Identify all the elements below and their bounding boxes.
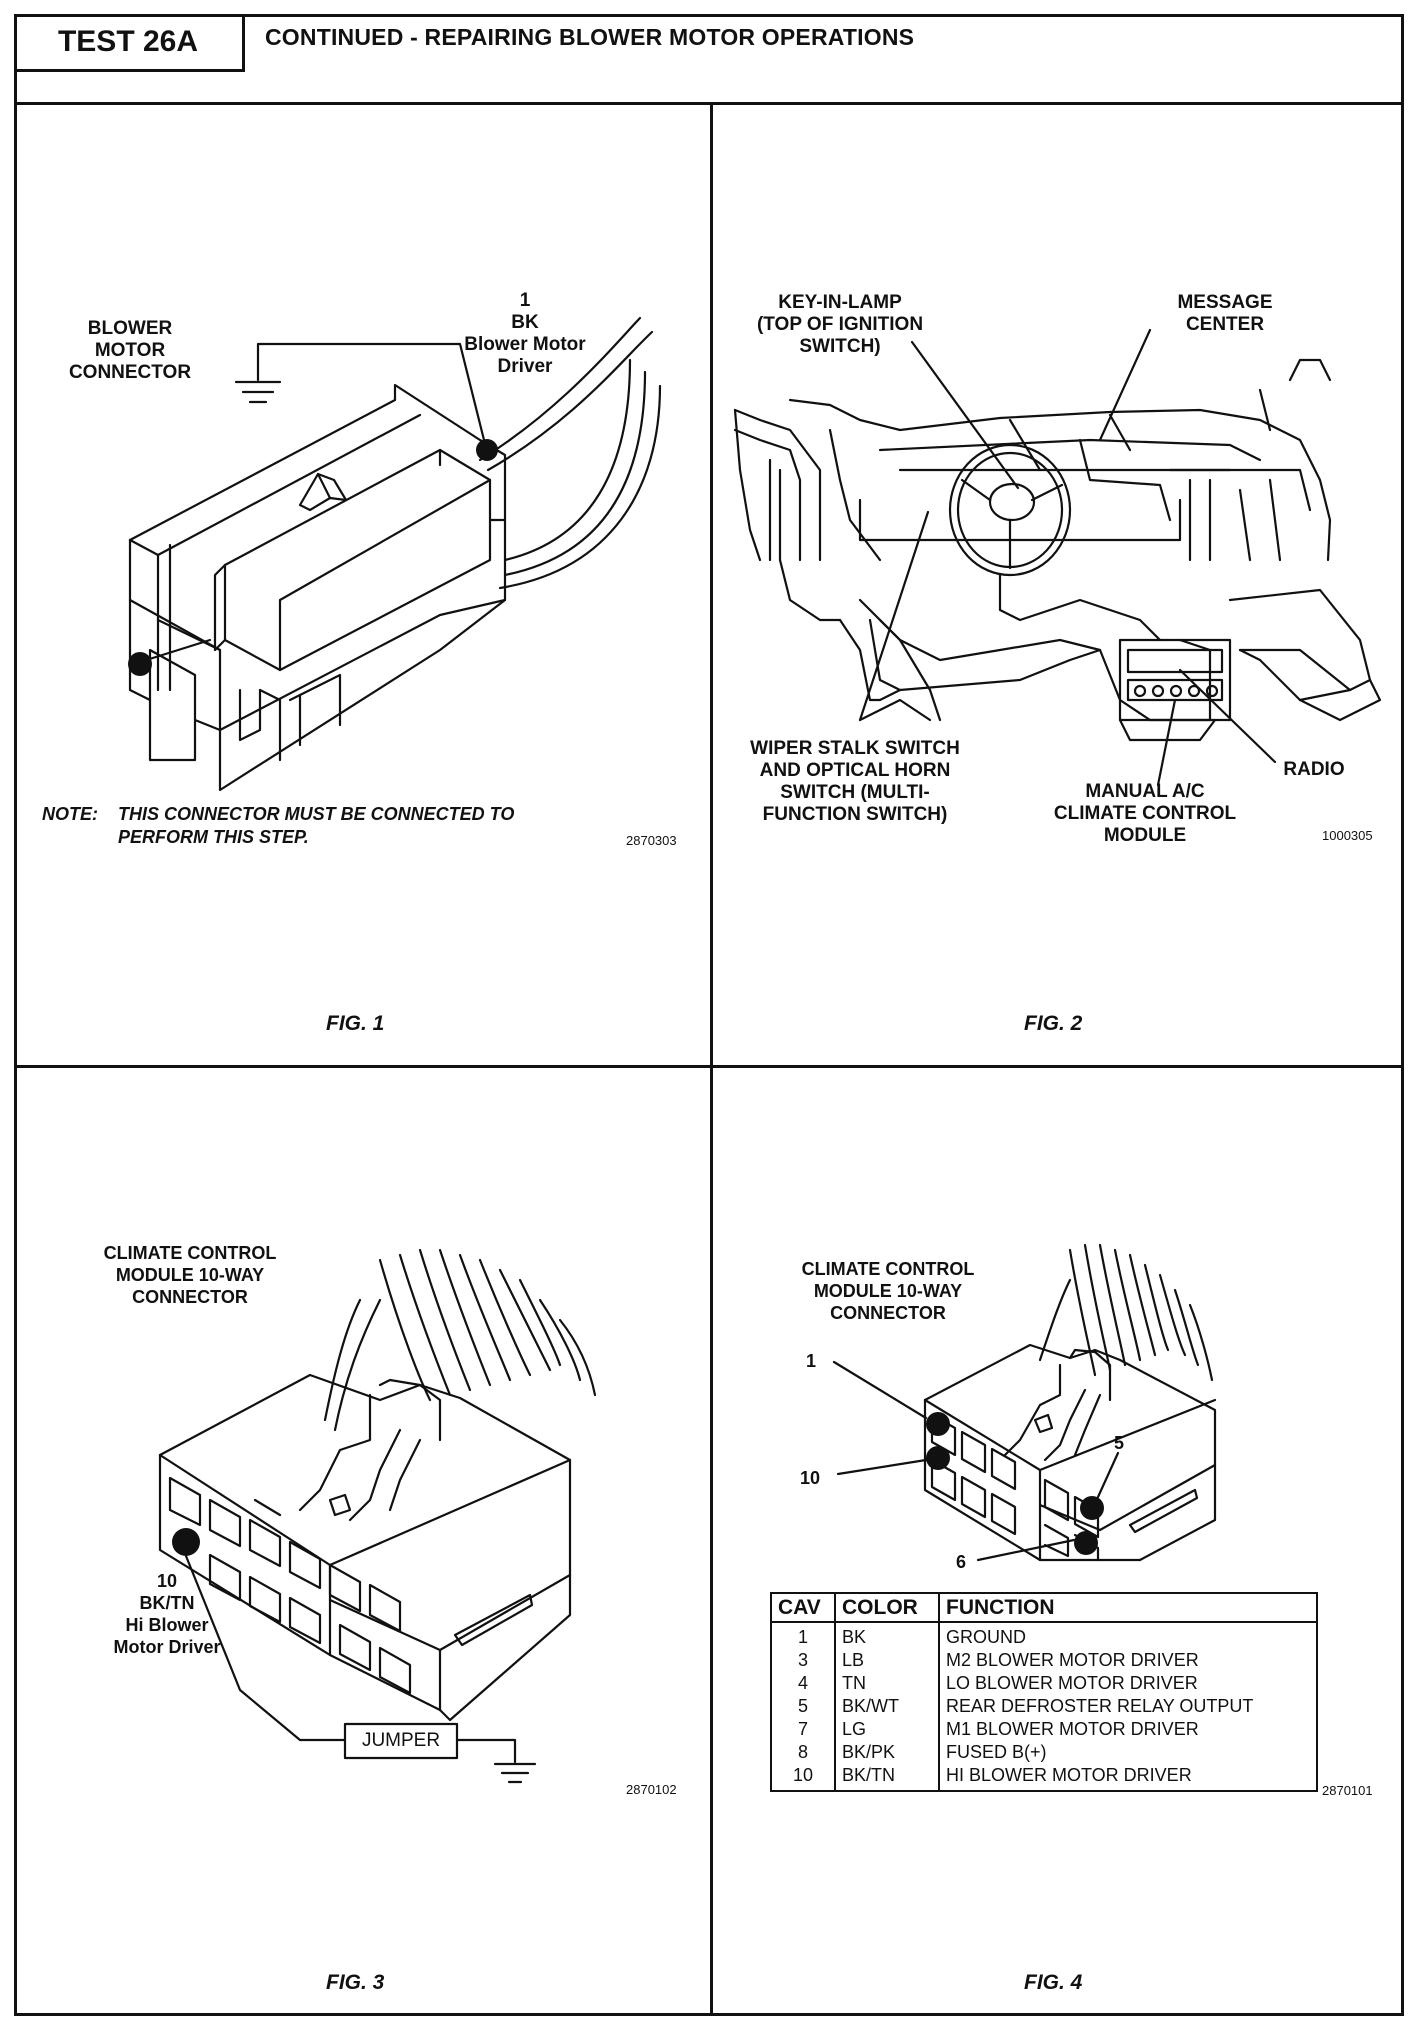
fig1-note-text: THIS CONNECTOR MUST BE CONNECTED TO PERF… — [118, 804, 515, 847]
function-cell: FUSED B(+) — [938, 1741, 1318, 1764]
fig3-pin-label: 10 BK/TN Hi Blower Motor Driver — [113, 1571, 221, 1657]
fig4-pin-1-label: 1 — [806, 1351, 817, 1371]
table-row: 4 TN LO BLOWER MOTOR DRIVER — [770, 1672, 1318, 1695]
cavity-col-cav: CAV — [770, 1592, 836, 1623]
color-cell: TN — [834, 1672, 940, 1695]
fig4-pin-6-label: 6 — [956, 1552, 967, 1572]
color-cell: LB — [834, 1649, 940, 1672]
fig2-instrument-panel-drawing — [735, 330, 1380, 785]
function-cell: HI BLOWER MOTOR DRIVER — [938, 1764, 1318, 1792]
table-row: 8 BK/PK FUSED B(+) — [770, 1741, 1318, 1764]
color-cell: BK — [834, 1622, 940, 1649]
fig2-caption: FIG. 2 — [1024, 1012, 1083, 1035]
color-cell: BK/TN — [834, 1764, 940, 1792]
fig4-connector-label: CLIMATE CONTROL MODULE 10-WAY CONNECTOR — [801, 1259, 975, 1323]
table-row: 1 BK GROUND — [770, 1622, 1318, 1649]
fig2-wiper-switch-label: WIPER STALK SWITCH AND OPTICAL HORN SWIT… — [750, 738, 960, 825]
fig1-connector-label: BLOWER MOTOR CONNECTOR — [68, 318, 192, 383]
function-cell: REAR DEFROSTER RELAY OUTPUT — [938, 1695, 1318, 1718]
fig4-pin-5-label: 5 — [1114, 1433, 1125, 1453]
fig1-pin-label: 1 BK Blower Motor Driver — [464, 290, 586, 377]
table-row: 3 LB M2 BLOWER MOTOR DRIVER — [770, 1649, 1318, 1672]
fig3-connector-label: CLIMATE CONTROL MODULE 10-WAY CONNECTOR — [103, 1243, 277, 1307]
fig3-caption: FIG. 3 — [326, 1971, 385, 1994]
function-cell: M1 BLOWER MOTOR DRIVER — [938, 1718, 1318, 1741]
fig2-figure-code: 1000305 — [1322, 828, 1373, 843]
header-divider — [14, 102, 1404, 105]
color-cell: BK/WT — [834, 1695, 940, 1718]
fig3-climate-connector-drawing — [160, 1250, 595, 1782]
page-frame — [14, 14, 1404, 2016]
table-row: 10 BK/TN HI BLOWER MOTOR DRIVER — [770, 1764, 1318, 1792]
color-cell: BK/PK — [834, 1741, 940, 1764]
function-cell: M2 BLOWER MOTOR DRIVER — [938, 1649, 1318, 1672]
cavity-col-function: FUNCTION — [938, 1592, 1318, 1623]
fig4-caption: FIG. 4 — [1024, 1971, 1083, 1994]
cavity-table-header-row: CAV COLOR FUNCTION — [770, 1592, 1318, 1623]
fig3-figure-code: 2870102 — [626, 1782, 677, 1797]
color-cell: LG — [834, 1718, 940, 1741]
fig1-caption: FIG. 1 — [326, 1012, 385, 1035]
fig4-pin-10-label: 10 — [800, 1468, 821, 1488]
fig2-message-center-label: MESSAGE CENTER — [1177, 292, 1273, 335]
fig3-jumper-label: JUMPER — [361, 1730, 441, 1751]
fig2-key-in-lamp-label: KEY-IN-LAMP (TOP OF IGNITION SWITCH) — [756, 292, 924, 357]
fig1-note-prefix: NOTE: — [42, 804, 98, 824]
page-title: CONTINUED - REPAIRING BLOWER MOTOR OPERA… — [265, 24, 915, 50]
function-cell: LO BLOWER MOTOR DRIVER — [938, 1672, 1318, 1695]
panel-divider-vertical — [710, 102, 713, 2016]
table-row: 5 BK/WT REAR DEFROSTER RELAY OUTPUT — [770, 1695, 1318, 1718]
fig2-radio-label: RADIO — [1283, 759, 1345, 780]
table-row: 7 LG M1 BLOWER MOTOR DRIVER — [770, 1718, 1318, 1741]
fig1-figure-code: 2870303 — [626, 833, 677, 848]
fig4-cavity-table: CAV COLOR FUNCTION 1 BK GROUND 3 LB M2 B… — [770, 1592, 1318, 1792]
cav-cell: 10 — [770, 1764, 836, 1792]
cav-cell: 8 — [770, 1741, 836, 1764]
fig4-figure-code: 2870101 — [1322, 1783, 1373, 1798]
cav-cell: 4 — [770, 1672, 836, 1695]
cavity-col-color: COLOR — [834, 1592, 940, 1623]
function-cell: GROUND — [938, 1622, 1318, 1649]
test-id: TEST 26A — [14, 14, 245, 72]
cav-cell: 3 — [770, 1649, 836, 1672]
fig4-climate-connector-drawing — [834, 1245, 1215, 1560]
panel-divider-horizontal — [14, 1065, 1404, 1068]
cav-cell: 5 — [770, 1695, 836, 1718]
fig2-climate-module-label: MANUAL A/C CLIMATE CONTROL MODULE — [1053, 781, 1237, 846]
cav-cell: 1 — [770, 1622, 836, 1649]
fig1-blower-connector-drawing — [128, 318, 660, 790]
cav-cell: 7 — [770, 1718, 836, 1741]
